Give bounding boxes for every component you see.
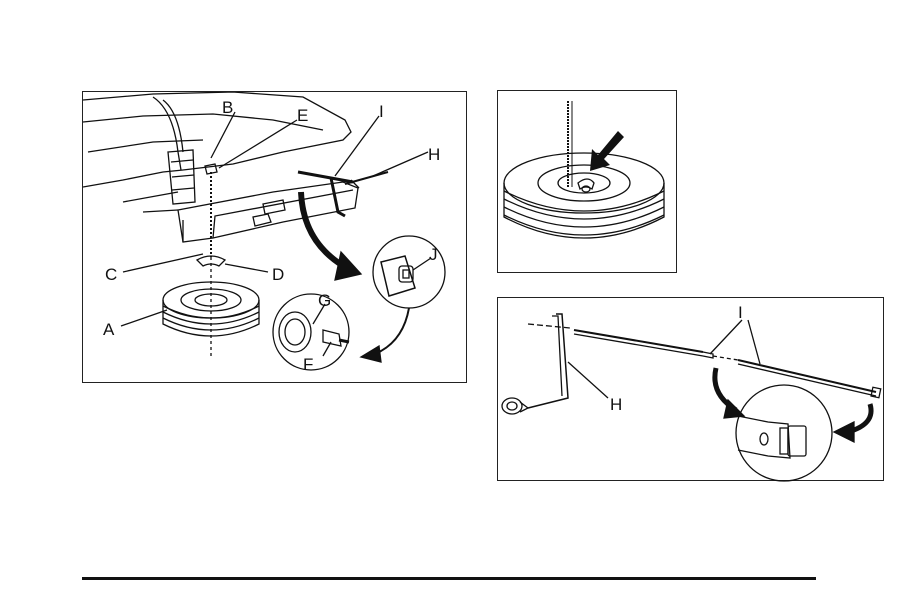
illustration-spare-tire-retainer	[498, 91, 678, 274]
illustration-jack-handle-extensions: I H	[498, 298, 885, 482]
label-j: J	[429, 245, 438, 264]
label-c: C	[105, 265, 117, 284]
label-h: H	[610, 395, 622, 414]
label-a: A	[103, 320, 115, 339]
figure-spare-tire-removal: B E I H C D A G F J	[82, 91, 467, 383]
figure-tire-retainer	[497, 90, 677, 273]
label-g: G	[318, 291, 331, 310]
label-i: I	[379, 102, 384, 121]
label-e: E	[297, 106, 308, 125]
label-d: D	[272, 265, 284, 284]
illustration-vehicle-rear: B E I H C D A G F J	[83, 92, 468, 384]
label-i: I	[738, 303, 743, 322]
label-b: B	[222, 98, 233, 117]
figure-wrench-assembly: I H	[497, 297, 884, 481]
footer-rule	[82, 577, 816, 580]
label-h: H	[428, 145, 440, 164]
arrow-icon	[590, 131, 624, 171]
label-f: F	[303, 355, 313, 374]
